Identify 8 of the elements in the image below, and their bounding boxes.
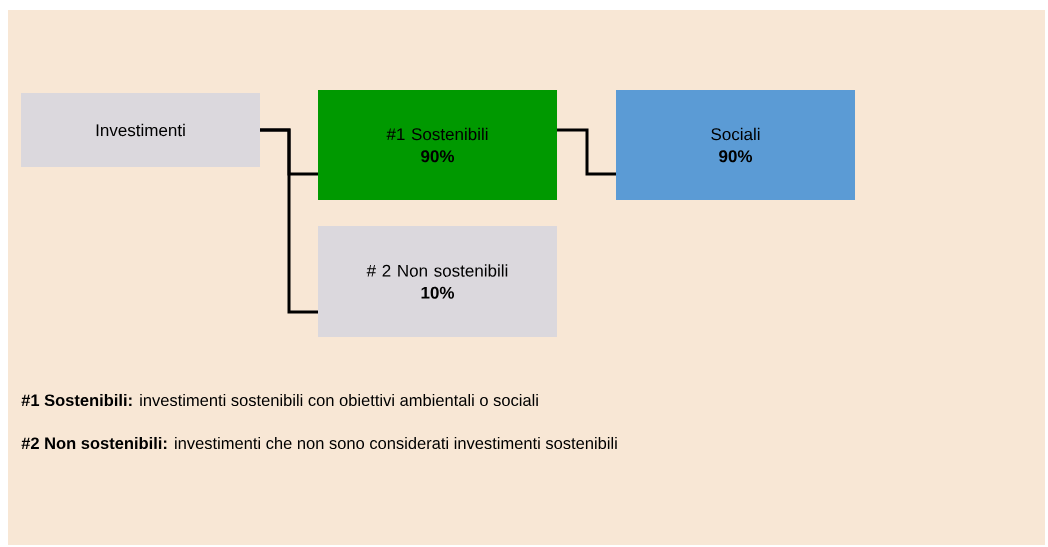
box: #1 Sostenibili 90% (318, 90, 557, 200)
connector-line (557, 128, 616, 176)
connector-line (260, 128, 318, 314)
box: Investimenti (21, 93, 260, 167)
box: Sociali 90% (616, 90, 855, 200)
legend-note: #2 Non sostenibili: investimenti che non sono considerati investimenti sostenibili (21, 436, 617, 450)
box: # 2 Non sostenibili 10% (318, 226, 557, 337)
legend-note: #1 Sostenibili: investimenti sostenibili con obiettivi ambientali o sociali (21, 393, 538, 407)
